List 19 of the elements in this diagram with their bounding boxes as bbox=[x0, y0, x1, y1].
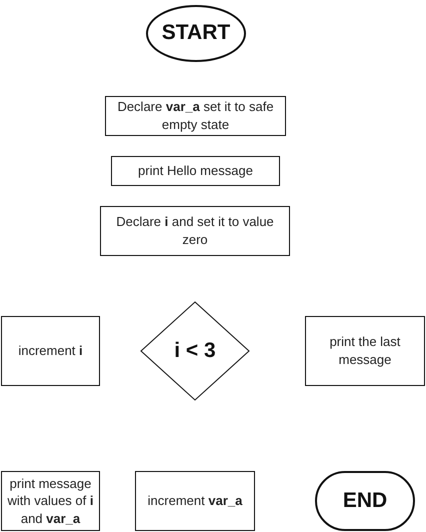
process-box bbox=[111, 156, 280, 186]
terminal-label: END bbox=[342, 488, 388, 514]
process-box bbox=[1, 316, 100, 386]
process-box bbox=[135, 471, 255, 531]
terminal-label: START bbox=[160, 20, 232, 46]
step-text: print message with values of i and var_a bbox=[6, 474, 94, 528]
terminal-label: i < 3 bbox=[173, 338, 217, 364]
step-text: print Hello message bbox=[137, 162, 254, 180]
step-text: Declare var_a set it to safe empty state bbox=[116, 98, 275, 134]
start-terminal bbox=[146, 5, 246, 62]
step-text: print the last message bbox=[328, 333, 402, 369]
process-box bbox=[305, 316, 425, 386]
step-text: Declare i and set it to value zero bbox=[115, 213, 275, 249]
end-terminal bbox=[315, 471, 415, 531]
step-text: increment var_a bbox=[146, 492, 244, 510]
process-box bbox=[100, 206, 290, 256]
process-box bbox=[1, 471, 100, 531]
step-text: increment i bbox=[17, 342, 84, 360]
process-box bbox=[105, 96, 286, 136]
